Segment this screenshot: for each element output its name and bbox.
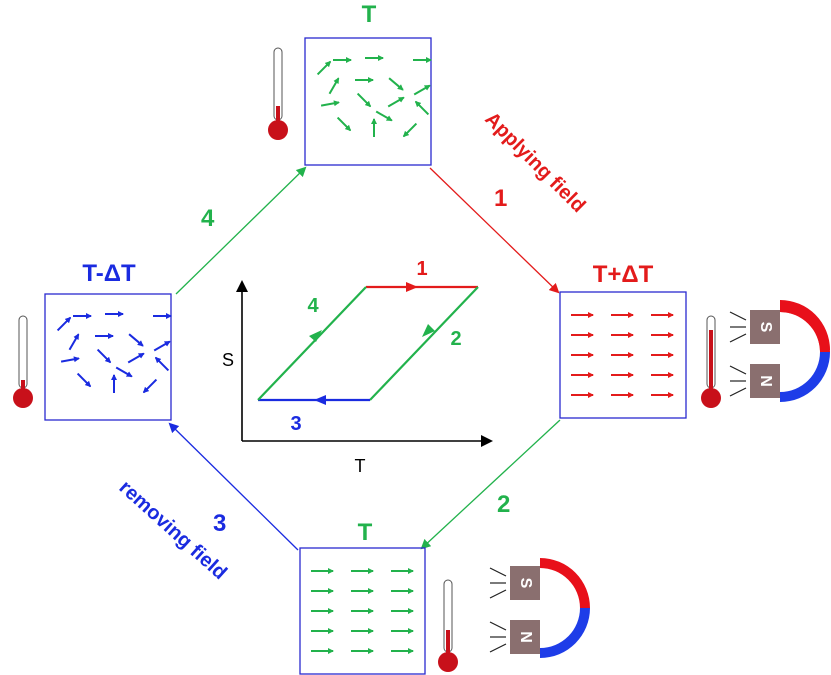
spin-arrow [402,122,418,138]
cycle-label-2: 2 [450,328,461,350]
step-4-number: 4 [201,205,215,232]
state-bottom-title: T [358,519,373,546]
state-left-box [44,293,172,421]
north-pole-label: N [757,375,774,387]
state-bottom-box [299,547,426,675]
spin-arrow [413,84,431,96]
state-top-title: T [362,1,377,28]
spin-arrow [142,378,158,394]
y-axis-label: S [222,350,234,370]
state-bottom-spins [311,568,414,654]
spin-arrow [128,333,144,347]
spin-arrow [76,372,92,388]
thermometer-icon [701,315,721,408]
horseshoe-magnet-icon: S N [729,300,830,402]
spin-arrow [414,100,430,116]
x-axis-label: T [355,456,366,476]
spin-arrow [387,96,405,108]
north-pole-label: N [517,631,534,643]
spin-arrow [375,110,393,122]
thermometer-icon [13,315,33,408]
thermometer-icon [268,47,288,140]
step-3-number: 3 [213,510,226,537]
spin-arrow [154,356,170,372]
spin-arrow [68,333,80,351]
cycle-label-3: 3 [290,413,301,435]
step-4-arrow [175,166,307,295]
state-right-spins [571,312,674,398]
spin-arrow [320,100,340,107]
st-cycle-plot: S T 1 2 3 4 [222,258,493,476]
step-2-arrow [420,419,561,550]
cycle-label-1: 1 [416,258,427,280]
cycle-segment-2 [369,286,479,401]
step-3-arrow [168,422,299,551]
south-pole-label: S [757,322,774,333]
spin-arrow [96,348,112,364]
state-top-box [304,37,432,166]
step-1-arrow [429,167,560,294]
spin-arrow [56,316,72,332]
step-1-number: 1 [494,185,507,212]
spin-arrow [388,77,404,91]
horseshoe-magnet-icon: S N [489,558,590,658]
spin-arrow [115,366,133,378]
state-right-title: T+ΔT [593,261,654,288]
step-2-number: 2 [497,491,510,518]
spin-arrow [356,92,372,108]
south-pole-label: S [517,578,534,589]
thermometer-icon [438,579,458,672]
spin-arrow [60,356,80,363]
cycle-label-4: 4 [307,295,319,317]
state-top-spins [316,55,432,138]
spin-arrow [316,60,332,76]
state-left-spins [56,311,172,394]
state-right-box [559,291,687,419]
cycle-segment-4 [257,286,367,401]
state-left-title: T-ΔT [82,260,136,287]
spin-arrow [127,352,145,364]
spin-arrow [153,340,171,352]
spin-arrow [336,116,352,132]
spin-arrow [328,77,340,95]
